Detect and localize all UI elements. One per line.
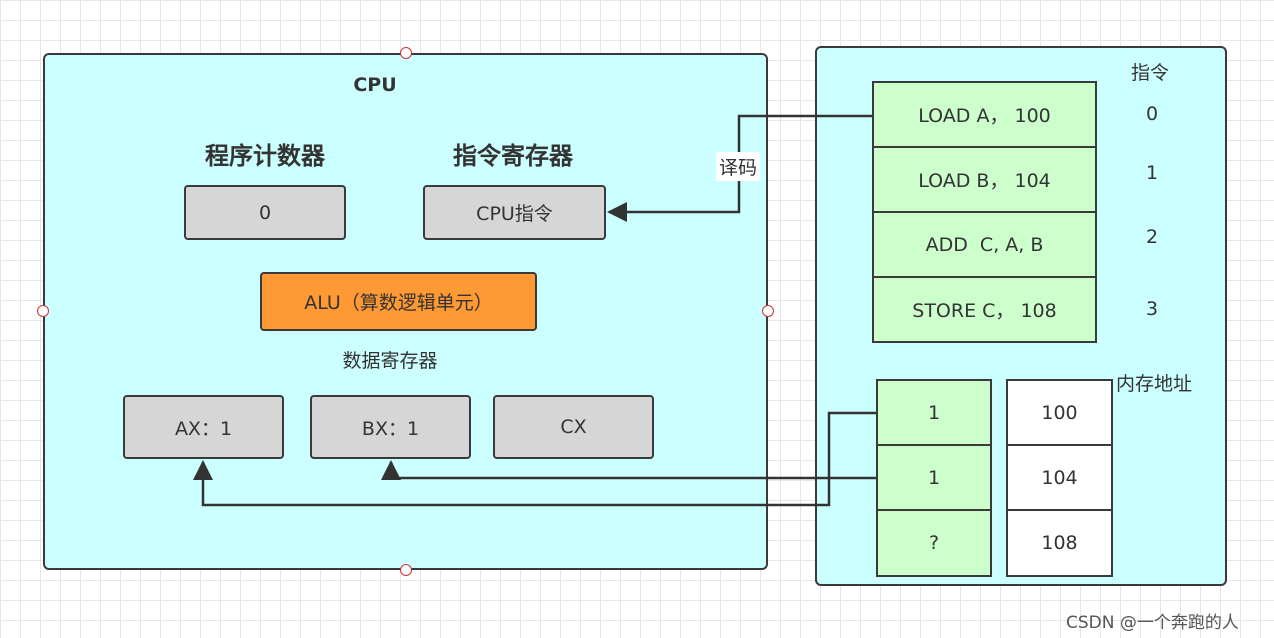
instruction-address-0: 0 bbox=[1146, 103, 1159, 125]
address-header: 内存地址 bbox=[1116, 373, 1193, 395]
watermark: CSDN @一个奔跑的人 bbox=[1066, 613, 1239, 633]
alu-box[interactable]: ALU（算数逻辑单元） bbox=[260, 272, 537, 331]
instruction-cell-2[interactable]: ADD C, A, B bbox=[872, 211, 1097, 278]
bx-load-connector bbox=[381, 460, 876, 480]
instruction-address-3: 3 bbox=[1146, 298, 1159, 320]
selection-handle-top[interactable] bbox=[400, 47, 412, 59]
instruction-register-label: 指令寄存器 bbox=[453, 142, 573, 170]
decode-label: 译码 bbox=[716, 152, 761, 181]
program-counter-label: 程序计数器 bbox=[205, 142, 325, 170]
program-counter-box[interactable]: 0 bbox=[184, 185, 346, 240]
data-address-cell-1[interactable]: 104 bbox=[1006, 444, 1113, 511]
instruction-register-box[interactable]: CPU指令 bbox=[423, 185, 606, 240]
data-registers-label: 数据寄存器 bbox=[342, 350, 438, 372]
instruction-cell-0[interactable]: LOAD A， 100 bbox=[872, 81, 1097, 148]
cpu-title: CPU bbox=[353, 74, 397, 96]
instruction-address-1: 1 bbox=[1146, 162, 1159, 184]
instructions-header: 指令 bbox=[1131, 62, 1170, 84]
register-bx[interactable]: BX：1 bbox=[310, 395, 471, 459]
selection-handle-left[interactable] bbox=[37, 305, 49, 317]
data-address-cell-0[interactable]: 100 bbox=[1006, 379, 1113, 446]
ax-load-connector bbox=[193, 411, 876, 507]
selection-handle-right[interactable] bbox=[762, 305, 774, 317]
register-cx[interactable]: CX bbox=[493, 395, 654, 459]
instruction-cell-3[interactable]: STORE C， 108 bbox=[872, 276, 1097, 343]
instruction-cell-1[interactable]: LOAD B， 104 bbox=[872, 146, 1097, 213]
data-address-cell-2[interactable]: 108 bbox=[1006, 509, 1113, 577]
data-cell-0[interactable]: 1 bbox=[876, 379, 992, 446]
register-ax[interactable]: AX：1 bbox=[123, 395, 284, 459]
selection-handle-bottom[interactable] bbox=[400, 564, 412, 576]
instruction-address-2: 2 bbox=[1146, 226, 1159, 248]
data-cell-2[interactable]: ? bbox=[876, 509, 992, 577]
